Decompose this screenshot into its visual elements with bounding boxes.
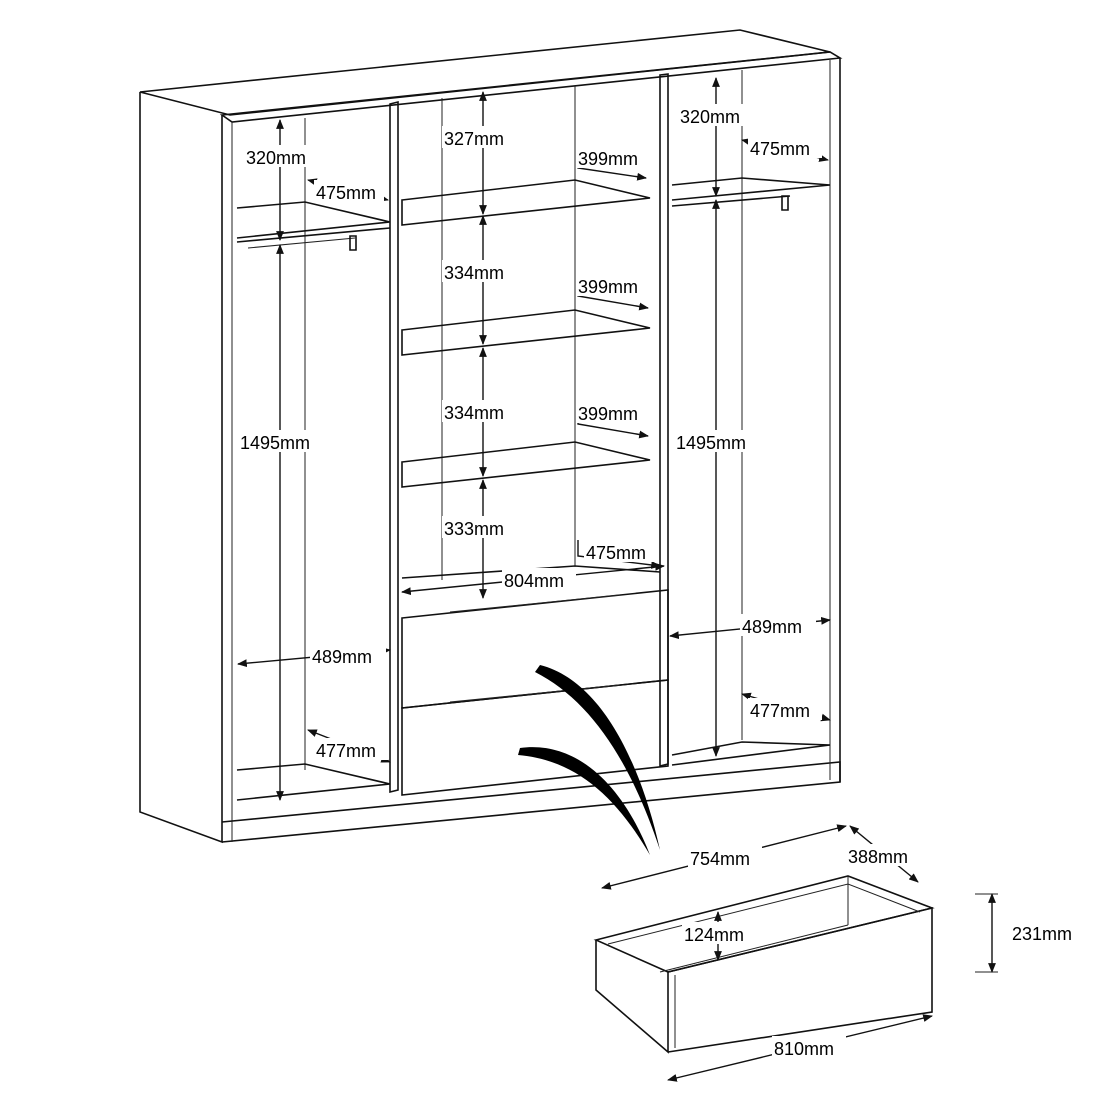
middle-shelf-depth-3-label: 399mm (578, 404, 638, 424)
drawer-inner-height-label: 124mm (684, 925, 744, 945)
right-bottom-depth-label: 477mm (750, 701, 810, 721)
right-shelf-depth-label: 475mm (750, 139, 810, 159)
drawer-outline (593, 875, 935, 1054)
left-shelf-depth-label: 475mm (316, 183, 376, 203)
middle-shelf-depth-2-label: 399mm (578, 277, 638, 297)
left-hanging-height-label: 1495mm (240, 433, 310, 453)
dimension-lines (237, 77, 998, 1082)
middle-bottom-depth-label: 475mm (586, 543, 646, 563)
middle-top-height-label: 327mm (444, 129, 504, 149)
drawer-depth-label: 388mm (848, 847, 908, 867)
dimension-labels: 320mm 475mm 1495mm 489mm 477mm 327mm 334… (238, 104, 1072, 1059)
drawer-front-width-label: 810mm (774, 1039, 834, 1059)
right-hanging-height-label: 1495mm (676, 433, 746, 453)
drawer-inner-width-label: 754mm (690, 849, 750, 869)
left-width-label: 489mm (312, 647, 372, 667)
middle-shelf-1-height-label: 334mm (444, 263, 504, 283)
drawer-callout-arrows (518, 665, 660, 855)
right-shelf-height-label: 320mm (680, 107, 740, 127)
right-width-label: 489mm (742, 617, 802, 637)
middle-lower-height-label: 333mm (444, 519, 504, 539)
drawer-height-label: 231mm (1012, 924, 1072, 944)
left-shelf-height-label: 320mm (246, 148, 306, 168)
middle-shelf-depth-1-label: 399mm (578, 149, 638, 169)
middle-width-label: 804mm (504, 571, 564, 591)
left-bottom-depth-label: 477mm (316, 741, 376, 761)
middle-shelf-2-height-label: 334mm (444, 403, 504, 423)
